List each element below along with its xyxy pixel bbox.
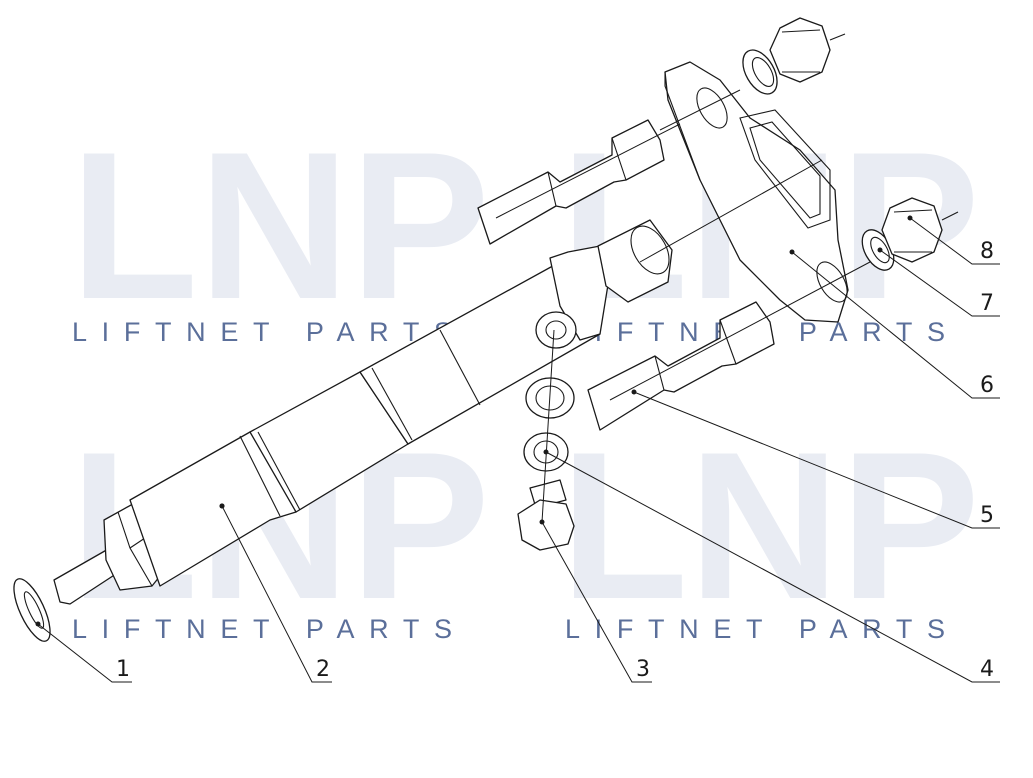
part-washer-top: [742, 49, 778, 95]
callout-6: 6: [980, 373, 994, 398]
watermark-logo-bottom-right: LNP: [560, 408, 980, 643]
callout-7: 7: [980, 291, 994, 316]
callout-3: 3: [636, 657, 650, 682]
watermark-logo-text: LNP: [70, 108, 490, 343]
callout-1: 1: [116, 657, 130, 682]
part-stud-upper: [477, 89, 741, 245]
callout-5: 5: [980, 503, 994, 528]
callout-8: 8: [980, 239, 994, 264]
part-stud-lower: [587, 261, 871, 431]
callout-2: 2: [316, 657, 330, 682]
callout-4: 4: [980, 657, 994, 682]
leaders: [35, 215, 1000, 683]
part-seal-washer: [13, 578, 51, 642]
part-nut-right: [881, 197, 959, 263]
watermark-logo-text: LNP: [560, 408, 980, 643]
part-bracket: [664, 61, 849, 323]
part-nut-top: [769, 17, 846, 83]
part-banjo-bolt: [517, 329, 575, 551]
part-injector-body: [53, 159, 823, 605]
watermark-logo-top-left: LNP: [70, 108, 490, 343]
